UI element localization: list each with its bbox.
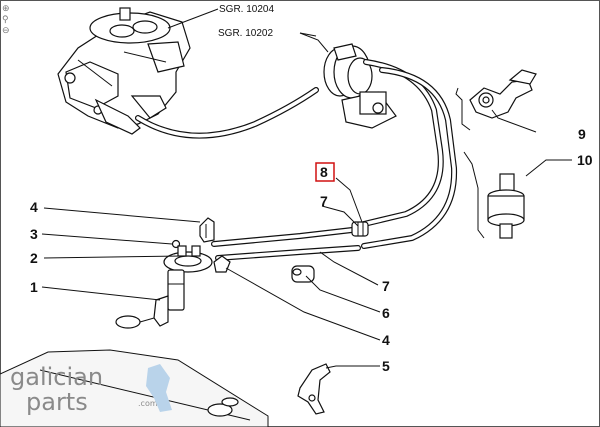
ring-nut-2 (163, 245, 213, 273)
callout-3: 3 (30, 226, 38, 242)
hose-clip-4-upper (199, 217, 215, 243)
logo-suffix: .com (138, 399, 158, 408)
zoom-out-icon[interactable]: ⊖ (2, 25, 10, 35)
logo-line1: galician (10, 363, 103, 391)
logo-line2: parts (26, 388, 88, 416)
logo-map-icon (146, 364, 172, 412)
callout-7-upper: 7 (320, 193, 328, 209)
callout-8: 8 (320, 164, 328, 180)
hose-bracket-9 (469, 69, 537, 119)
leader-lines (41, 8, 572, 369)
fuel-filter-10 (487, 173, 525, 239)
fuel-pump-sender-1 (115, 269, 185, 329)
callout-2: 2 (30, 250, 38, 266)
highlight-box-8 (315, 162, 335, 182)
vacuum-canister (323, 43, 397, 129)
filter-10-brace (463, 151, 485, 239)
fuel-tank-partial (0, 349, 269, 427)
callout-5: 5 (382, 358, 390, 374)
sgr-ref-10202: SGR. 10202 (218, 28, 273, 39)
callout-7-lower: 7 (382, 278, 390, 294)
grommet-6 (291, 265, 315, 283)
callout-6: 6 (382, 305, 390, 321)
callout-1: 1 (30, 279, 38, 295)
callout-10: 10 (577, 152, 593, 168)
search-icon[interactable]: ⚲ (2, 14, 9, 24)
callout-4-lower: 4 (382, 332, 390, 348)
carburetor-assembly (57, 7, 191, 135)
bracket-9-brace (455, 87, 471, 131)
zoom-in-icon[interactable]: ⊕ (2, 3, 10, 13)
callout-4-upper: 4 (30, 199, 38, 215)
sgr-ref-10204: SGR. 10204 (219, 4, 274, 15)
callout-9: 9 (578, 126, 586, 142)
mount-bracket-5 (297, 363, 331, 415)
hose-connector-8 (351, 221, 369, 237)
galicianparts-logo: galician parts .com (10, 363, 172, 416)
